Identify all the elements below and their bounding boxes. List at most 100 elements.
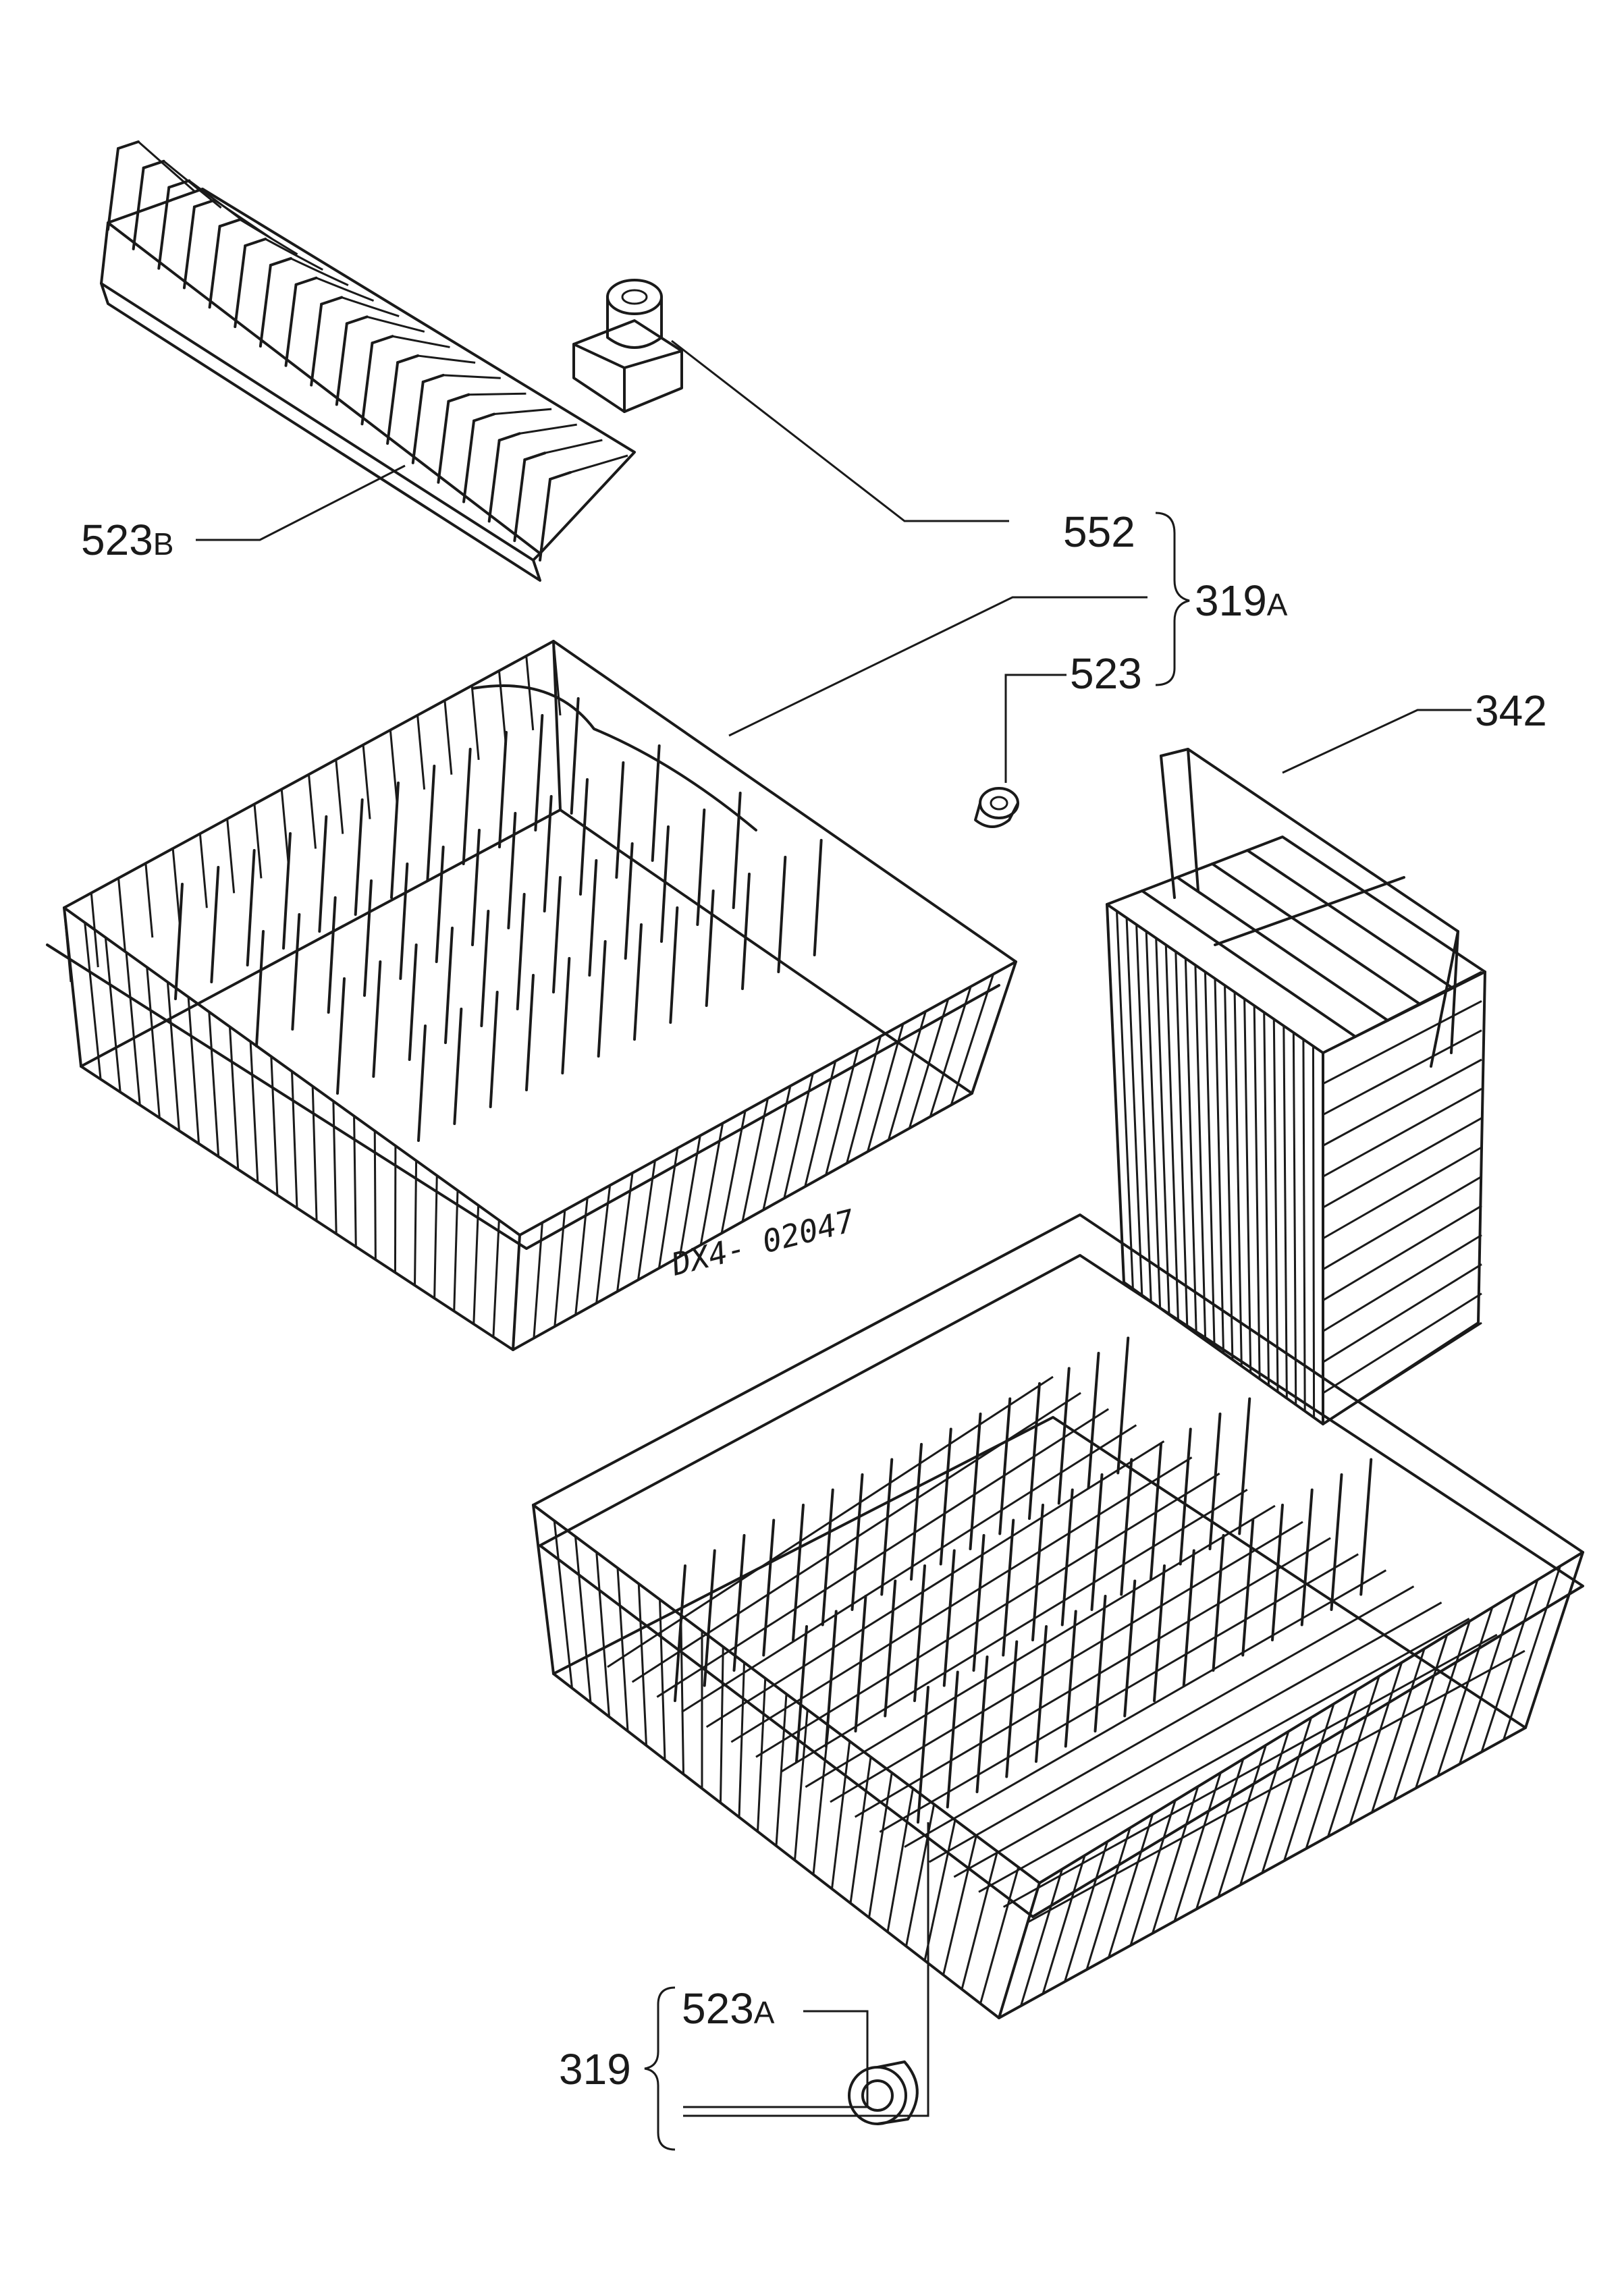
basket-floor-wire bbox=[905, 1570, 1386, 1847]
basket-tine bbox=[742, 874, 749, 989]
basket-wire bbox=[200, 833, 207, 908]
basket-wire bbox=[354, 1116, 356, 1247]
basket-tine bbox=[707, 891, 713, 1006]
basket-mesh bbox=[1254, 1006, 1260, 1379]
basket-wire bbox=[805, 1061, 836, 1186]
basket-tine bbox=[518, 894, 524, 1009]
basket-floor-wire bbox=[1004, 1635, 1497, 1907]
rack-tine bbox=[494, 409, 551, 414]
basket-tine bbox=[1239, 1399, 1249, 1534]
brace-319 bbox=[645, 1988, 675, 2150]
brace-319a bbox=[1156, 513, 1189, 685]
basket-wire bbox=[739, 1662, 745, 1817]
basket-tine bbox=[734, 793, 740, 908]
basket-tine bbox=[589, 860, 596, 975]
rack-tine bbox=[321, 298, 342, 304]
basket-tine bbox=[1000, 1399, 1010, 1534]
lower-basket bbox=[533, 1215, 1583, 2018]
rack-tine bbox=[418, 356, 475, 362]
rack-tine bbox=[372, 336, 392, 343]
basket-floor-wire bbox=[657, 1409, 1108, 1697]
basket-mesh bbox=[1264, 1012, 1269, 1386]
basket-floor-wire bbox=[632, 1393, 1081, 1682]
basket-wire bbox=[390, 730, 397, 804]
basket-mesh bbox=[1293, 1033, 1295, 1404]
basket-wire bbox=[597, 1552, 610, 1717]
basket-mesh bbox=[1323, 972, 1482, 1053]
basket-floor-wire bbox=[608, 1377, 1053, 1667]
basket-mesh bbox=[1245, 999, 1251, 1373]
basket-tine bbox=[491, 992, 497, 1107]
basket-tine bbox=[1210, 1414, 1220, 1549]
basket-mesh bbox=[1323, 1147, 1482, 1238]
basket-tine bbox=[554, 877, 560, 992]
basket-mesh bbox=[1323, 1323, 1482, 1424]
rack-tine bbox=[545, 440, 602, 453]
callout-523a: 523A bbox=[682, 1984, 775, 2033]
basket-wire bbox=[660, 1600, 666, 1760]
basket-wire bbox=[721, 1647, 724, 1803]
rack-tine bbox=[524, 453, 545, 460]
basket-floor-wire bbox=[731, 1457, 1191, 1742]
basket-tine bbox=[1272, 1505, 1282, 1640]
basket-floor-wire bbox=[979, 1618, 1469, 1892]
basket-divider bbox=[1142, 891, 1355, 1037]
basket-tine bbox=[292, 914, 299, 1029]
basket-tine bbox=[634, 925, 641, 1039]
basket-tine bbox=[400, 864, 407, 979]
basket-wire bbox=[826, 1049, 859, 1175]
rack-tine bbox=[347, 317, 367, 323]
upper-basket bbox=[47, 641, 1016, 1350]
basket-wire bbox=[576, 1537, 591, 1703]
rack-tine bbox=[500, 433, 520, 440]
basket-wire bbox=[888, 1012, 925, 1140]
cutlery-basket bbox=[1107, 749, 1485, 1424]
basket-mesh bbox=[1205, 972, 1214, 1346]
basket-wire bbox=[925, 1820, 955, 1961]
basket-wire bbox=[534, 1223, 543, 1338]
basket-wire bbox=[867, 1024, 903, 1151]
basket-mesh bbox=[1127, 918, 1142, 1295]
rack-tine bbox=[448, 395, 468, 402]
basket-tine bbox=[1302, 1490, 1312, 1625]
basket-tine bbox=[882, 1460, 892, 1595]
basket-wire bbox=[309, 775, 316, 849]
basket-wire bbox=[701, 1123, 723, 1245]
basket-divider bbox=[1215, 877, 1404, 945]
basket-wire bbox=[126, 952, 140, 1105]
rack-tine bbox=[398, 356, 418, 362]
rack-tine bbox=[134, 168, 144, 249]
basket-tine bbox=[319, 817, 326, 931]
basket-tine bbox=[418, 1026, 425, 1141]
callout-523: 523 bbox=[1070, 649, 1142, 698]
basket-wire bbox=[680, 1136, 700, 1257]
basket-tine bbox=[763, 1521, 774, 1656]
basket-wire bbox=[576, 1198, 588, 1315]
basket-tine bbox=[734, 1535, 745, 1670]
basket-mesh bbox=[1274, 1019, 1278, 1392]
basket-tine bbox=[500, 732, 506, 847]
basket-tine bbox=[1033, 1505, 1043, 1640]
basket-wire bbox=[418, 715, 425, 790]
basket-wire bbox=[147, 967, 160, 1118]
rack-tine bbox=[413, 382, 423, 463]
rack-tine bbox=[271, 258, 291, 265]
wheel-523a-part bbox=[849, 2062, 917, 2124]
basket-wire bbox=[722, 1111, 745, 1233]
basket-tine bbox=[580, 780, 587, 894]
basket-wire bbox=[119, 878, 126, 952]
basket-tine bbox=[815, 840, 821, 955]
basket-tine bbox=[1092, 1475, 1102, 1610]
basket-divider bbox=[1177, 877, 1388, 1020]
basket-tine bbox=[670, 908, 677, 1022]
basket-mesh bbox=[1323, 1235, 1482, 1332]
basket-wire bbox=[188, 997, 198, 1143]
basket-wire bbox=[618, 1173, 633, 1292]
basket-tine bbox=[464, 749, 470, 864]
rack-tine bbox=[423, 375, 443, 382]
basket-wire bbox=[1482, 1580, 1538, 1752]
basket-mesh bbox=[1185, 958, 1196, 1334]
basket-wire bbox=[230, 1027, 238, 1169]
basket-wire bbox=[254, 804, 261, 878]
